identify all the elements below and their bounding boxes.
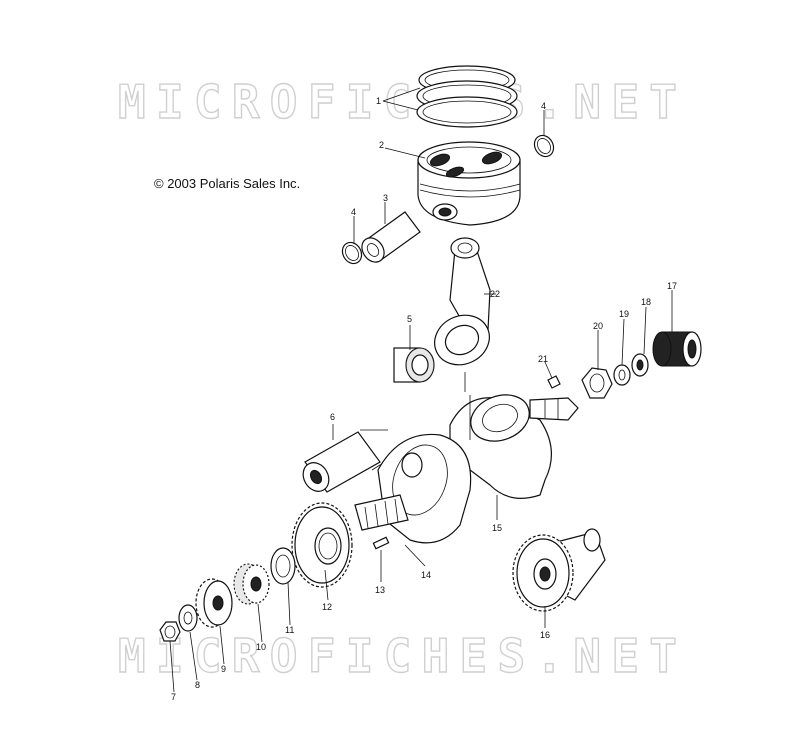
callout-9: 9 <box>221 664 226 674</box>
callout-12: 12 <box>322 602 332 612</box>
needle-bearing-small <box>393 347 435 383</box>
copyright-text: © 2003 Polaris Sales Inc. <box>154 176 301 191</box>
callout-7: 7 <box>171 692 176 702</box>
callout-5: 5 <box>407 314 412 324</box>
callout-16: 16 <box>540 630 550 640</box>
crankshaft-main <box>354 433 472 544</box>
crankshaft-half <box>449 394 579 499</box>
wrist-pin <box>361 211 421 263</box>
callout-21: 21 <box>538 354 548 364</box>
watermark-bottom: MICROFICHES.NET <box>118 629 680 683</box>
callout-6: 6 <box>330 412 335 422</box>
callout-13: 13 <box>375 585 385 595</box>
callout-2: 2 <box>379 140 384 150</box>
callout-18: 18 <box>641 297 651 307</box>
circlip-right <box>533 134 555 158</box>
callout-14: 14 <box>421 570 431 580</box>
callout-15: 15 <box>492 523 502 533</box>
drive-gear-large <box>291 502 353 588</box>
crankpin-sleeve <box>302 429 389 493</box>
piston-rings <box>416 65 518 128</box>
callout-22: 22 <box>490 289 500 299</box>
washer-18 <box>631 353 649 377</box>
piston <box>417 141 521 226</box>
hex-nut-20 <box>581 367 613 399</box>
spacer-ring <box>270 547 296 585</box>
hex-nut-7 <box>159 621 181 642</box>
watermark-top: MICROFICHES.NET <box>118 75 680 129</box>
callout-8: 8 <box>195 680 200 690</box>
callout-19: 19 <box>619 309 629 319</box>
circlip-left <box>341 241 363 265</box>
connecting-rod <box>434 237 491 392</box>
callout-4-left: 4 <box>351 207 356 217</box>
dowel-pin <box>372 536 390 550</box>
callout-20: 20 <box>593 321 603 331</box>
callout-11: 11 <box>285 625 294 635</box>
woodruff-key <box>547 375 561 389</box>
washer-8 <box>178 604 198 632</box>
leader-lines <box>169 87 673 693</box>
callout-17: 17 <box>667 281 677 291</box>
gear-9 <box>195 578 233 628</box>
callout-numbers: 1 2 3 4 4 5 6 7 8 9 10 11 12 13 14 15 16… <box>171 96 677 702</box>
callout-3: 3 <box>383 193 388 203</box>
washer-19 <box>613 364 631 386</box>
callout-10: 10 <box>256 642 266 652</box>
callout-4-top: 4 <box>541 101 546 111</box>
gear-small-10 <box>233 563 270 605</box>
balance-shaft-gear <box>512 528 606 612</box>
roller-bearing <box>652 331 702 367</box>
callout-1: 1 <box>376 96 381 106</box>
